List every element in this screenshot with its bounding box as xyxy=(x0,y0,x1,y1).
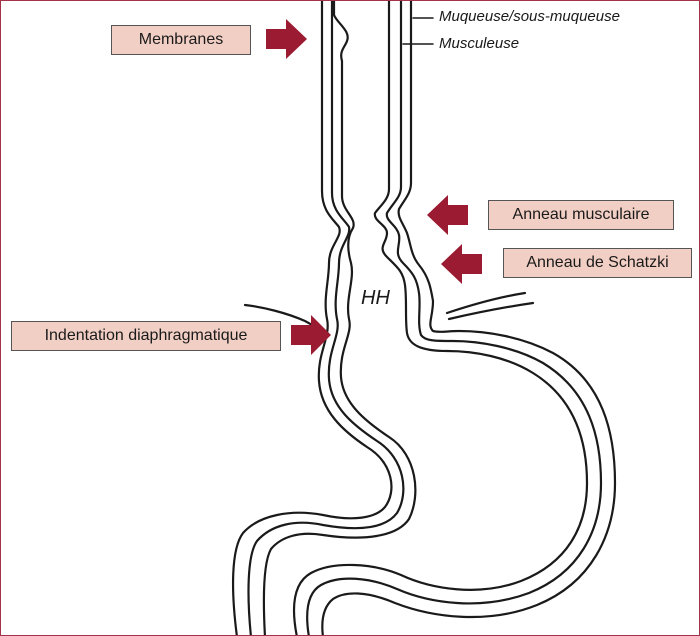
left-wall-middle xyxy=(247,1,405,635)
left-wall-inner xyxy=(262,1,417,635)
diaphragm-right-lower xyxy=(447,301,535,321)
indentation-label: Indentation diaphragmatique xyxy=(11,321,281,351)
anneau-musculaire-label: Anneau musculaire xyxy=(488,200,674,230)
anneau-schatzki-label: Anneau de Schatzki xyxy=(503,248,692,278)
right-wall-middle xyxy=(306,1,603,635)
left-wall-outer xyxy=(232,1,393,635)
mucosa-layer-label: Muqueuse/sous-muqueuse xyxy=(439,8,620,25)
membranes-label: Membranes xyxy=(111,25,251,55)
diaphragm-right-upper xyxy=(445,291,527,315)
hiatal-hernia-label: HH xyxy=(361,287,390,309)
membranes-arrow xyxy=(266,19,307,59)
right-wall-inner xyxy=(292,1,589,635)
muscle-layer-label: Musculeuse xyxy=(439,35,520,52)
right-wall-outer xyxy=(321,1,617,635)
indentation-arrow xyxy=(291,315,331,355)
anneau-schatzki-arrow xyxy=(441,244,482,284)
anneau-musculaire-arrow xyxy=(427,195,468,235)
